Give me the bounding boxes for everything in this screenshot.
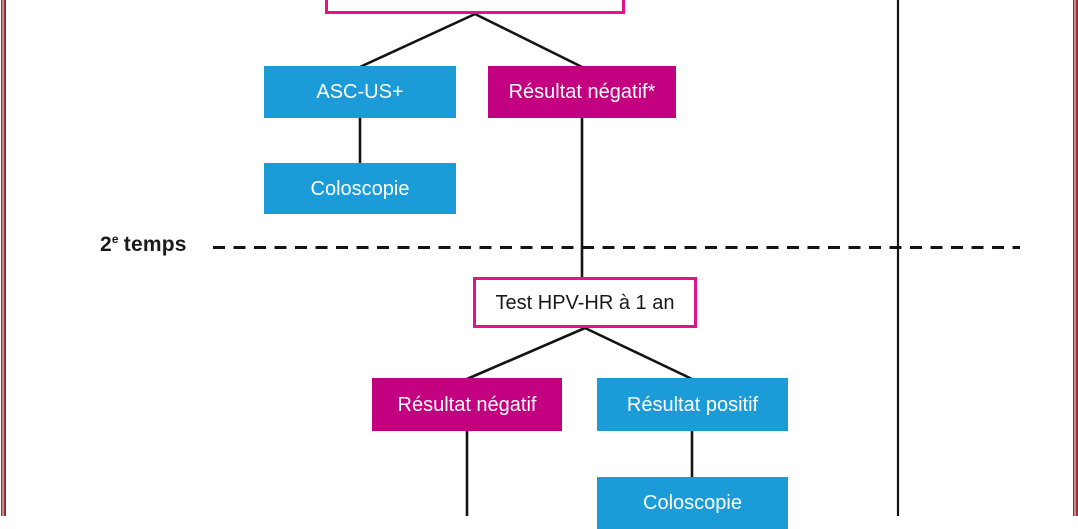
node-test-hpv-hr-1an-label: Test HPV-HR à 1 an — [495, 291, 675, 314]
node-asc-us-plus-label: ASC-US+ — [316, 81, 404, 103]
phase-2-label-word: temps — [123, 233, 187, 256]
node-resultat-positif: Résultat positif — [597, 378, 788, 431]
node-test-hpv-hr-1an: Test HPV-HR à 1 an — [473, 277, 697, 328]
node-coloscopie-second: Coloscopie — [597, 477, 788, 529]
node-resultat-negatif-second: Résultat négatif — [372, 378, 562, 431]
node-resultat-negatif-second-label: Résultat négatif — [397, 393, 537, 416]
page-border-right — [1073, 0, 1078, 516]
node-asc-us-plus: ASC-US+ — [264, 66, 456, 118]
node-coloscopie-first: Coloscopie — [264, 163, 456, 214]
node-resultat-negatif-star: Résultat négatif* — [488, 66, 676, 118]
phase-2-label-superscript: e — [111, 232, 119, 246]
page-border-left — [1, 0, 6, 516]
node-coloscopie-second-label: Coloscopie — [643, 492, 742, 514]
connector-testhpv-to-negatif2 — [466, 326, 586, 381]
connector-top-to-ascus — [359, 12, 476, 69]
phase-2-label-number: 2 — [100, 233, 112, 256]
connector-testhpv-to-positif — [584, 326, 693, 381]
node-resultat-positif-label: Résultat positif — [626, 393, 759, 416]
node-top-cutoff — [325, 0, 625, 14]
node-resultat-negatif-star-label: Résultat négatif* — [508, 81, 656, 103]
node-coloscopie-first-label: Coloscopie — [310, 177, 410, 200]
connector-lines — [213, 0, 1020, 516]
connector-top-to-negatif — [474, 12, 583, 69]
